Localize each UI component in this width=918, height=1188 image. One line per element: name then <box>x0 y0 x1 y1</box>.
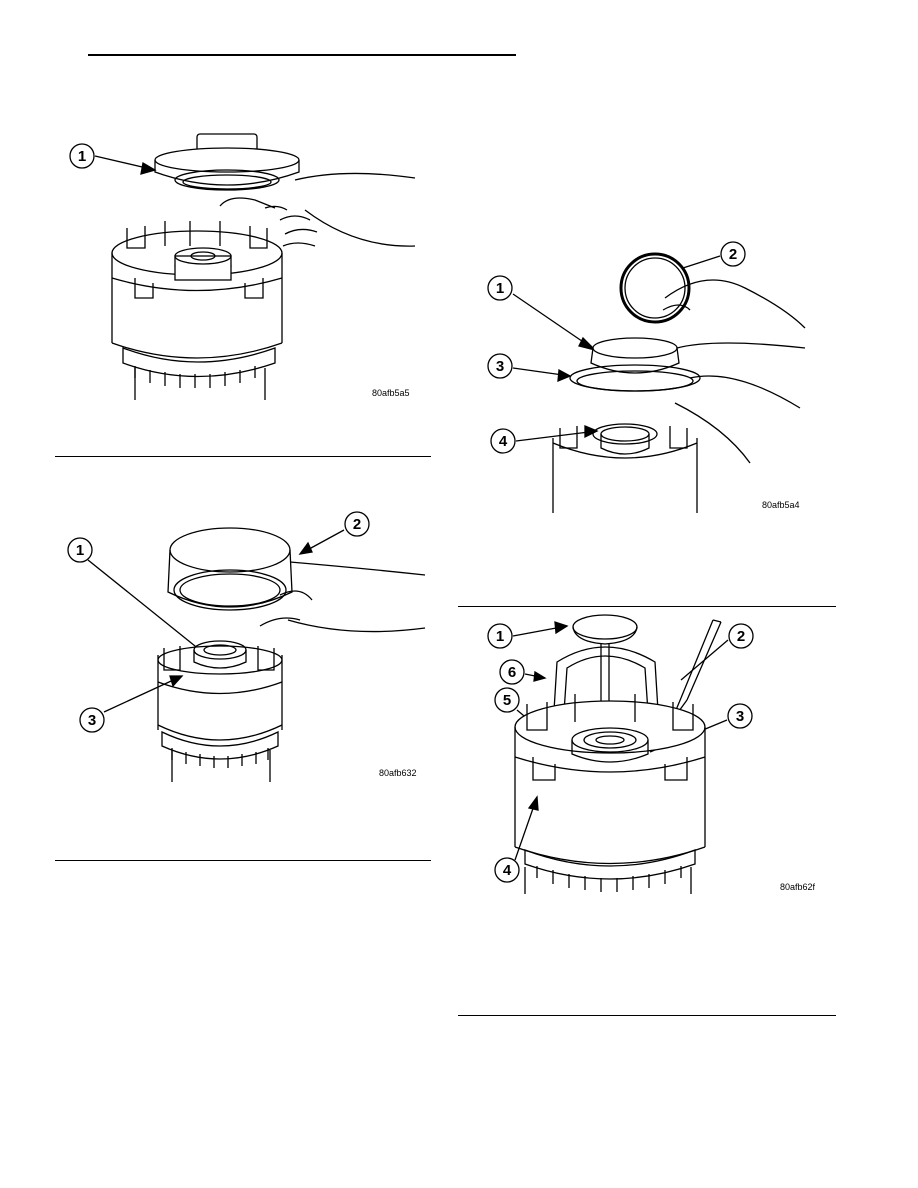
header-rule <box>88 54 516 56</box>
figure-2-callout-4: 4 <box>499 433 508 450</box>
figure-1-illustration: 1 <box>69 133 416 400</box>
figure-2-callout-3: 3 <box>496 358 504 375</box>
figure-3-code: 80afb632 <box>379 768 417 778</box>
figure-3: 2 1 3 <box>60 510 432 790</box>
figure-4-callout-3: 3 <box>736 708 744 725</box>
figure-4-rule <box>458 1015 836 1016</box>
figure-4-callout-4: 4 <box>503 862 512 879</box>
figure-1-rule <box>55 456 431 457</box>
figure-1-code: 80afb5a5 <box>372 388 410 398</box>
figure-2-rule <box>458 606 836 607</box>
figure-2-callout-1: 1 <box>496 280 504 297</box>
figure-2-code: 80afb5a4 <box>762 500 800 510</box>
figure-4: 1 2 6 5 3 4 <box>485 612 825 897</box>
figure-2-callout-2: 2 <box>729 246 737 263</box>
figure-4-callout-1: 1 <box>496 628 504 645</box>
figure-3-callout-1: 1 <box>76 542 84 559</box>
figure-3-callout-3: 3 <box>88 712 96 729</box>
figure-4-callout-6: 6 <box>508 664 516 681</box>
figure-3-illustration: 2 1 3 <box>67 511 426 782</box>
figure-2-illustration: 2 1 3 4 <box>487 241 806 513</box>
figure-3-callout-2: 2 <box>353 516 361 533</box>
figure-4-code: 80afb62f <box>780 882 816 892</box>
figure-2: 2 1 3 4 <box>485 238 825 513</box>
figure-3-rule <box>55 860 431 861</box>
figure-4-illustration: 1 2 6 5 3 4 <box>487 614 754 894</box>
figure-1: 1 <box>55 128 435 418</box>
figure-4-callout-5: 5 <box>503 692 511 709</box>
figure-1-callout-1: 1 <box>78 148 86 165</box>
figure-4-callout-2: 2 <box>737 628 745 645</box>
